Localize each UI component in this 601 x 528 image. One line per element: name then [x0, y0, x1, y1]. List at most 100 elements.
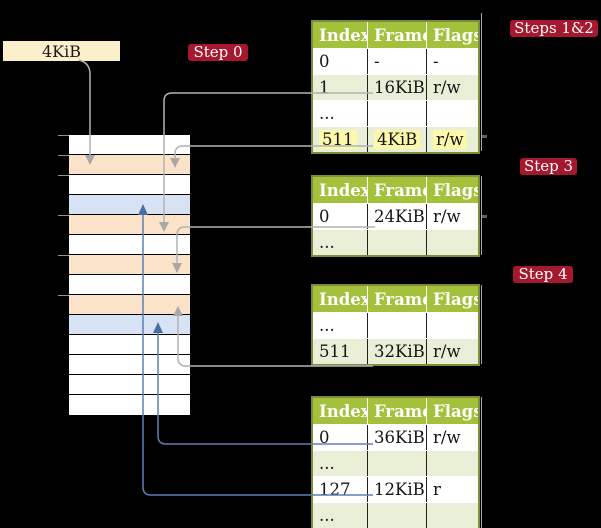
column-header: Frame: [367, 286, 426, 312]
table-cell: -: [367, 49, 426, 74]
memory-frame-row: [69, 195, 190, 215]
table-row: 511 32KiB r/w: [313, 338, 478, 364]
address-tick: [58, 255, 69, 256]
cr3-register-box: 4KiB: [3, 41, 120, 61]
table-shadow-line: [481, 176, 482, 255]
table-cell: [426, 451, 478, 476]
table-cell: ...: [319, 454, 335, 473]
memory-frame-row: [69, 215, 190, 235]
table-cell: ...: [319, 233, 335, 252]
column-header: Frame: [367, 22, 426, 48]
address-tick: [58, 295, 69, 296]
table-cell: 0: [319, 428, 330, 447]
table-row: ...: [313, 229, 478, 255]
badge-steps-1-2: Steps 1&2: [510, 20, 598, 37]
table-cell: 127: [319, 480, 351, 499]
table-cell: 0: [319, 207, 330, 226]
table-header-row: Index Frame Flags: [313, 177, 478, 203]
table-cell: 36KiB: [367, 425, 426, 450]
physical-memory-column: [69, 135, 190, 415]
memory-frame-row: [69, 335, 190, 355]
table-header-row: Index Frame Flags: [313, 22, 478, 48]
table-row: 0 36KiB r/w: [313, 424, 478, 450]
table-cell: [367, 101, 426, 126]
page-table-level-3: Index Frame Flags 0 24KiB r/w ...: [311, 175, 480, 257]
arrow-stub-dash: [482, 215, 487, 218]
column-header: Flags: [426, 22, 478, 48]
table-shadow-line: [481, 397, 482, 528]
memory-frame-row: [69, 395, 190, 415]
table-row: 127 12KiB r: [313, 476, 478, 502]
table-cell: [426, 313, 478, 338]
table-cell: r/w: [426, 425, 478, 450]
column-header: Frame: [367, 177, 426, 203]
table-cell: ...: [319, 506, 335, 525]
table-header-row: Index Frame Flags: [313, 286, 478, 312]
table-cell: [367, 503, 426, 528]
highlight-mark: 511: [319, 130, 357, 149]
badge-step-3: Step 3: [520, 158, 577, 175]
memory-frame-row: [69, 275, 190, 295]
highlight-mark: 4KiB: [374, 130, 421, 149]
table-row: ...: [313, 502, 478, 528]
table-cell: 32KiB: [367, 339, 426, 364]
memory-frame-row: [69, 155, 190, 175]
badge-step-4: Step 4: [513, 266, 573, 283]
column-header: Flags: [426, 177, 478, 203]
table-shadow-line: [481, 285, 482, 364]
column-header: Flags: [426, 286, 478, 312]
table-cell: 511: [319, 342, 351, 361]
page-table-level-4: Index Frame Flags 0 - - 1 16KiB r/w ... …: [311, 20, 480, 154]
memory-frame-row: [69, 135, 190, 155]
table-cell: [367, 230, 426, 255]
page-table-level-2: Index Frame Flags ... 511 32KiB r/w: [311, 284, 480, 366]
address-tick: [58, 155, 69, 156]
table-cell: 24KiB: [367, 204, 426, 229]
table-cell: 16KiB: [367, 75, 426, 100]
table-cell: 511: [313, 127, 367, 152]
table-row: ...: [313, 312, 478, 338]
table-cell: [367, 451, 426, 476]
highlight-mark: r/w: [433, 130, 467, 149]
column-header: Index: [319, 25, 367, 45]
table-cell: ...: [319, 316, 335, 335]
badge-step-0: Step 0: [188, 44, 248, 61]
address-tick: [58, 215, 69, 216]
column-header: Frame: [367, 398, 426, 424]
column-header: Index: [319, 180, 367, 200]
table-cell: 4KiB: [367, 127, 426, 152]
arrow-stub-dash: [482, 135, 487, 138]
table-row: 0 24KiB r/w: [313, 203, 478, 229]
table-row: ...: [313, 450, 478, 476]
table-cell: ...: [319, 104, 335, 123]
memory-frame-row: [69, 175, 190, 195]
memory-frame-row: [69, 235, 190, 255]
memory-frame-row: [69, 315, 190, 335]
table-cell: [426, 230, 478, 255]
table-header-row: Index Frame Flags: [313, 398, 478, 424]
column-header: Index: [319, 401, 367, 421]
memory-frame-row: [69, 375, 190, 395]
memory-frame-row: [69, 355, 190, 375]
table-cell: r/w: [426, 204, 478, 229]
table-shadow-line: [481, 13, 482, 151]
table-cell: [367, 313, 426, 338]
page-table-level-1: Index Frame Flags 0 36KiB r/w ... 127 12…: [311, 396, 480, 528]
table-cell: [426, 503, 478, 528]
address-tick: [58, 135, 69, 136]
table-row: ...: [313, 100, 478, 126]
memory-frame-row: [69, 295, 190, 315]
table-cell: r/w: [426, 339, 478, 364]
table-cell: [426, 101, 478, 126]
table-cell: r/w: [426, 75, 478, 100]
table-row: 0 - -: [313, 48, 478, 74]
column-header: Flags: [426, 398, 478, 424]
cr3-register-value: 4KiB: [41, 41, 81, 61]
memory-frame-row: [69, 255, 190, 275]
column-header: Index: [319, 289, 367, 309]
table-cell: 12KiB: [367, 477, 426, 502]
table-cell: 1: [319, 78, 330, 97]
table-row-highlighted: 511 4KiB r/w: [313, 126, 478, 152]
table-cell: r: [426, 477, 478, 502]
